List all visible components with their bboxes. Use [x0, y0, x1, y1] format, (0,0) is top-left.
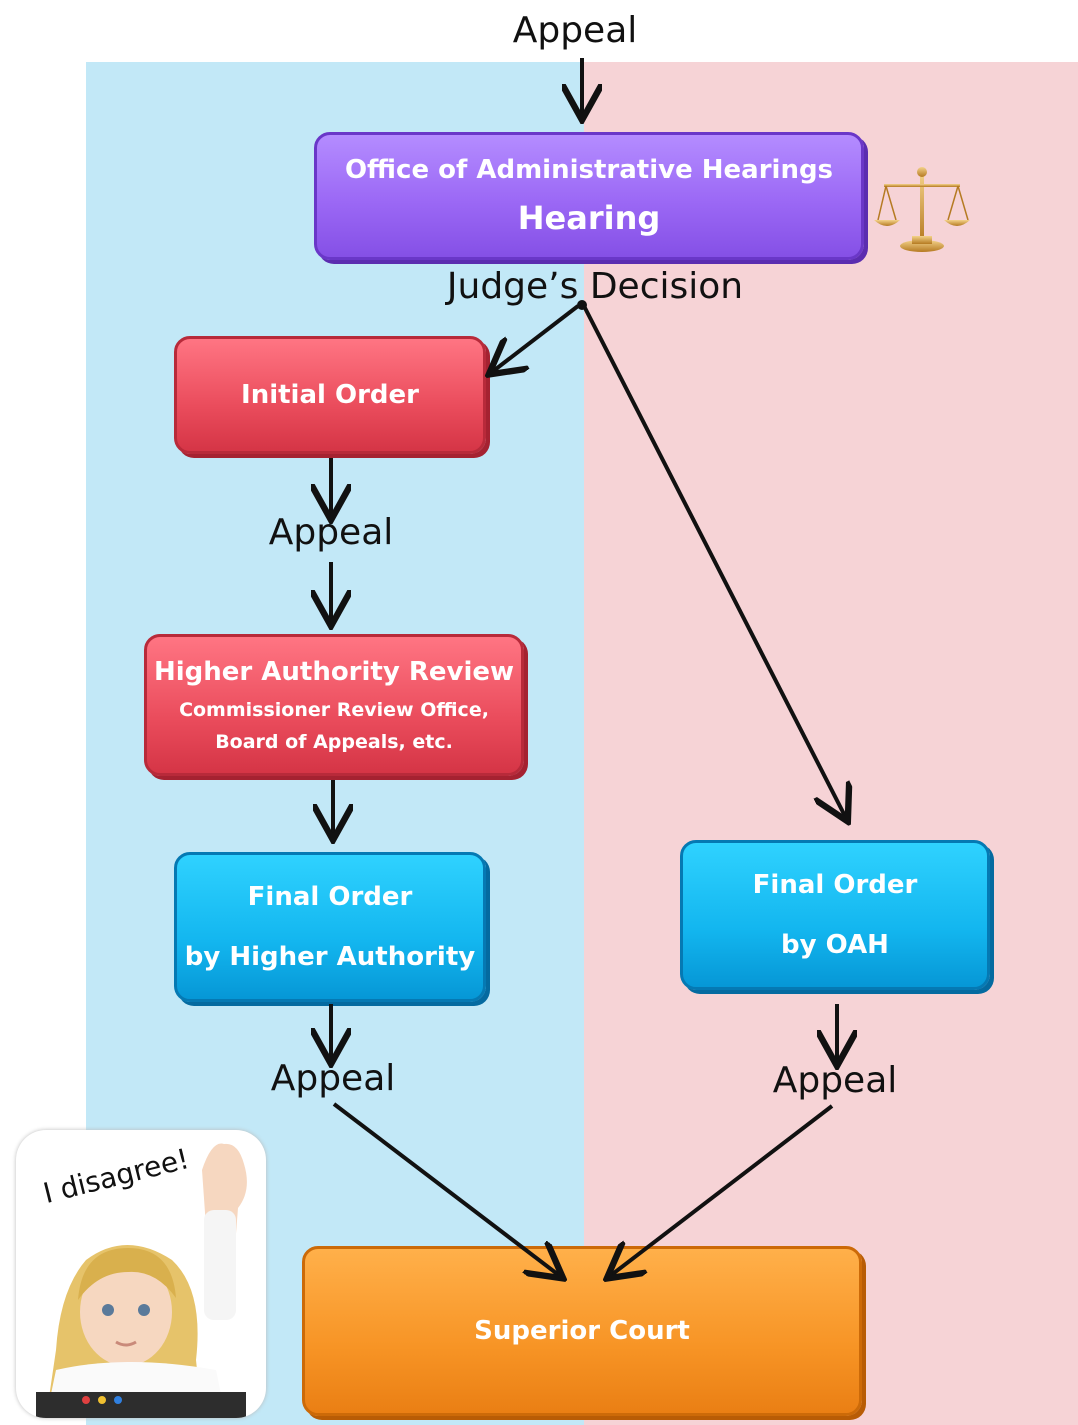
arrow-appeal-right-to-court: [610, 1104, 834, 1276]
hearing-label: Hearing: [517, 199, 661, 237]
higher-review-sub2: Board of Appeals, etc.: [215, 731, 453, 753]
final-order-oah-line2: by OAH: [781, 930, 889, 960]
final-order-higher-line2: by Higher Authority: [184, 942, 476, 972]
superior-court-box: Superior Court: [302, 1246, 862, 1416]
superior-court-label: Superior Court: [474, 1316, 690, 1346]
initial-order-label: Initial Order: [241, 380, 419, 410]
oah-hearing-box: Office of Administrative Hearings Hearin…: [314, 132, 864, 260]
child-illustration: [36, 1143, 247, 1418]
arrow-decision-to-initial: [492, 304, 580, 372]
higher-authority-review-box: Higher Authority Review Commissioner Rev…: [144, 634, 524, 776]
scales-of-justice-icon: [872, 164, 972, 261]
final-order-higher-line1: Final Order: [247, 882, 413, 912]
oah-title: Office of Administrative Hearings: [344, 155, 834, 185]
decision-junction-dot: [577, 300, 587, 310]
top-appeal-label: Appeal: [512, 10, 638, 51]
final-order-oah-line1: Final Order: [752, 870, 918, 900]
higher-review-sub1: Commissioner Review Office,: [179, 699, 489, 721]
arrow-appeal-left-to-court: [332, 1102, 560, 1276]
child-raising-hand-photo: I disagree!: [16, 1130, 266, 1418]
arrow-decision-to-final-oah: [582, 305, 846, 818]
judge-decision-label: Judge’s Decision: [446, 266, 744, 307]
final-order-oah-box: Final Order by OAH: [680, 840, 990, 990]
initial-order-box: Initial Order: [174, 336, 486, 454]
higher-review-title: Higher Authority Review: [153, 657, 515, 687]
final-order-higher-box: Final Order by Higher Authority: [174, 852, 486, 1002]
right-lane-background: [584, 62, 1078, 1425]
